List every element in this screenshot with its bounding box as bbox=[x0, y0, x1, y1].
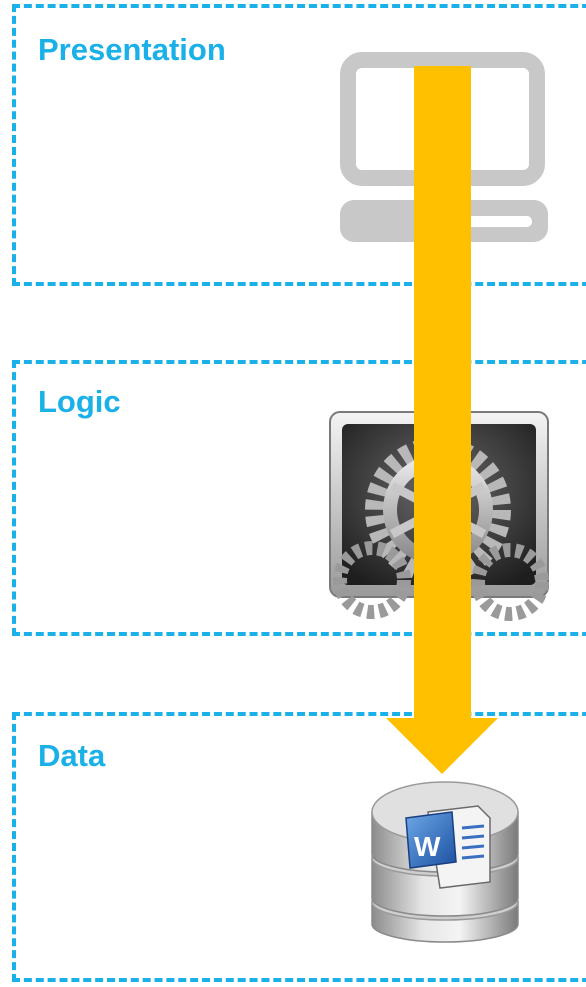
logic-layer: Logic bbox=[12, 360, 586, 636]
database-icon: W bbox=[371, 781, 519, 943]
data-layer-label: Data bbox=[38, 738, 106, 773]
flow-arrow bbox=[386, 66, 498, 774]
presentation-layer-label: Presentation bbox=[38, 32, 226, 67]
presentation-layer: Presentation bbox=[12, 4, 586, 286]
data-layer: Data bbox=[12, 712, 586, 982]
logic-layer-label: Logic bbox=[38, 384, 121, 419]
database-badge-letter: W bbox=[414, 831, 441, 862]
